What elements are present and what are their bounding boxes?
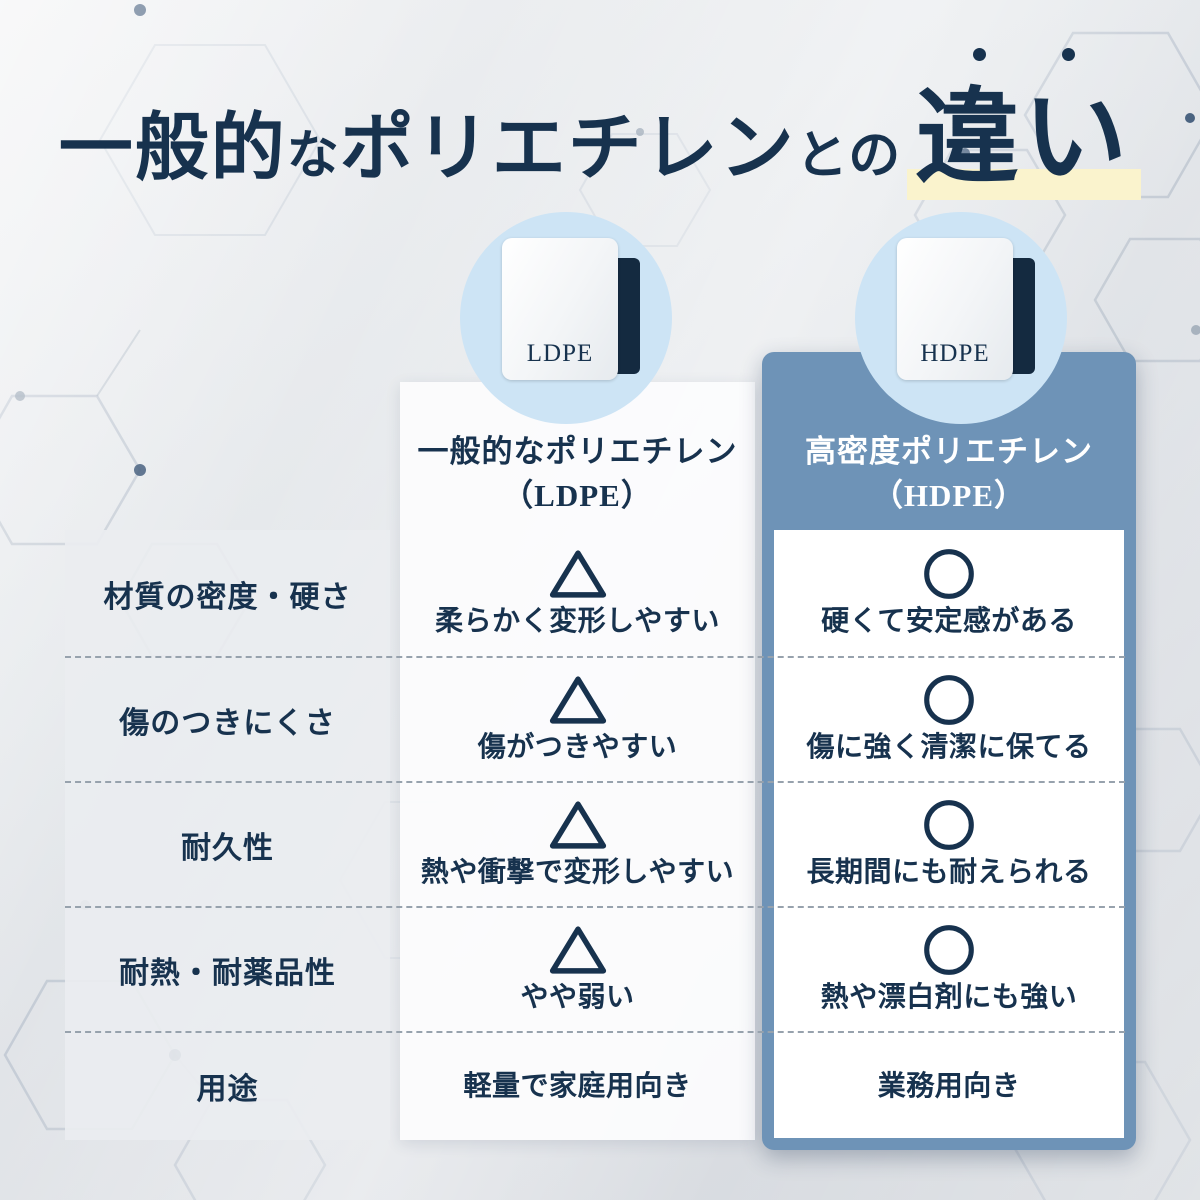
ldpe-cell-text: 熱や衝撃で変形しやすい [420,857,735,888]
ldpe-cell-text: やや弱い [520,982,635,1013]
hdpe-cutting-board-icon: HDPE [855,212,1067,424]
white-board-shape: LDPE [502,238,618,380]
title-part-4: との [795,128,902,185]
ldpe-cell-text: 軽量で家庭用向き [463,1070,692,1102]
rating-mark [549,674,607,726]
ldpe-cell: 軽量で家庭用向き [400,1032,755,1140]
rating-mark [920,799,978,851]
hdpe-header-line1: 高密度ポリエチレン [805,434,1093,469]
hdpe-header-line2: （HDPE） [871,478,1027,513]
emphasis-dots-icon [973,48,1076,61]
ldpe-cell-text: 傷がつきやすい [477,732,678,763]
table-row: 材質の密度・硬さ 柔らかく変形しやすい 硬くて安定感がある [0,530,1200,657]
row-label: 材質の密度・硬さ [103,580,352,614]
white-board-shape: HDPE [897,238,1013,380]
hdpe-cell: 業務用向き [774,1032,1124,1140]
ldpe-cell: 柔らかく変形しやすい [400,530,755,657]
hdpe-cell-text: 熱や漂白剤にも強い [820,982,1078,1013]
ldpe-cell: やや弱い [400,907,755,1032]
hdpe-cell: 熱や漂白剤にも強い [774,907,1124,1032]
hdpe-cell-text: 長期間にも耐えられる [806,857,1092,888]
rating-mark [920,674,978,726]
rating-mark [549,924,607,976]
title-part-2: な [286,128,340,185]
hdpe-column-header: 高密度ポリエチレン （HDPE） [762,430,1136,518]
hdpe-badge: HDPE [920,340,990,367]
ldpe-header-line1: 一般的なポリエチレン [417,434,738,469]
hdpe-cell-text: 硬くて安定感がある [821,606,1077,637]
table-row: 用途 軽量で家庭用向き 業務用向き [0,1032,1200,1140]
hdpe-cell-text: 傷に強く清潔に保てる [806,732,1092,763]
title-emphasis-wrap: 違い [907,48,1142,203]
rating-mark [920,924,978,976]
table-row: 耐久性 熱や衝撃で変形しやすい 長期間にも耐えられる [0,782,1200,907]
title-part-1: 一般的 [58,108,287,190]
ldpe-badge: LDPE [526,340,594,367]
hdpe-cell: 長期間にも耐えられる [774,782,1124,907]
ldpe-cutting-board-icon: LDPE [460,212,672,424]
row-label: 耐久性 [181,831,274,865]
rating-mark [549,799,607,851]
ldpe-cell: 熱や衝撃で変形しやすい [400,782,755,907]
page-title: 一般的 な ポリエチレン との 違い [0,48,1200,203]
hdpe-cell-text: 業務用向き [877,1070,1021,1102]
row-label: 耐熱・耐薬品性 [119,956,336,990]
hdpe-cell: 傷に強く清潔に保てる [774,657,1124,782]
row-label: 用途 [196,1073,259,1106]
row-label: 傷のつきにくさ [119,706,336,740]
title-emphasis: 違い [907,81,1142,200]
rating-mark [920,548,978,600]
hdpe-cell: 硬くて安定感がある [774,530,1124,657]
ldpe-column-header: 一般的なポリエチレン （LDPE） [400,430,755,518]
table-row: 耐熱・耐薬品性 やや弱い 熱や漂白剤にも強い [0,907,1200,1032]
ldpe-cell: 傷がつきやすい [400,657,755,782]
title-part-3: ポリエチレン [339,108,796,190]
ldpe-cell-text: 柔らかく変形しやすい [435,606,720,637]
table-row: 傷のつきにくさ 傷がつきやすい 傷に強く清潔に保てる [0,657,1200,782]
rating-mark [549,548,607,600]
ldpe-header-line2: （LDPE） [502,478,653,513]
